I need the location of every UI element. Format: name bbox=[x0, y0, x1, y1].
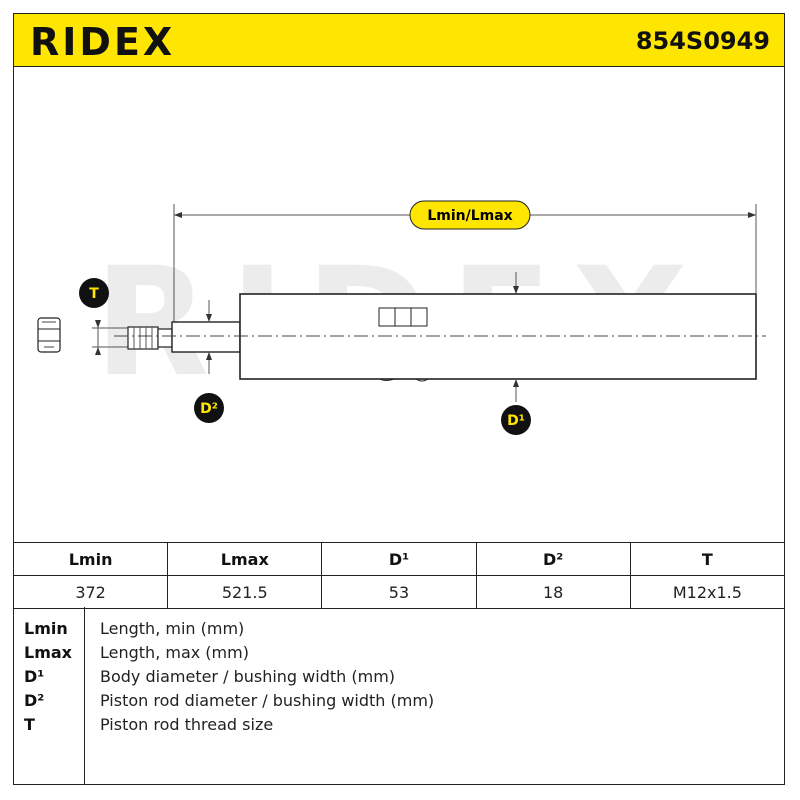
legend-item: D² Piston rod diameter / bushing width (… bbox=[14, 691, 786, 715]
body-diameter-label: D¹ bbox=[507, 413, 525, 429]
nut-icon bbox=[37, 317, 61, 353]
spec-header-d1: D¹ bbox=[321, 542, 477, 576]
rod-diameter-badge bbox=[194, 393, 224, 423]
spec-header-lmin: Lmin bbox=[12, 542, 169, 576]
spec-header-t: T bbox=[629, 542, 786, 576]
spec-value-t: M12x1.5 bbox=[629, 575, 786, 609]
spec-value-d1: 53 bbox=[321, 575, 477, 609]
legend-item: D¹ Body diameter / bushing width (mm) bbox=[14, 667, 786, 691]
spec-header-row: Lmin Lmax D¹ D² T bbox=[12, 542, 786, 576]
legend-item: Lmax Length, max (mm) bbox=[14, 643, 786, 667]
legend-divider bbox=[84, 607, 85, 785]
rod-diameter-label: D² bbox=[200, 401, 218, 417]
piston-rod: D² bbox=[171, 300, 241, 423]
legend-text: Length, max (mm) bbox=[100, 643, 249, 662]
technical-drawing: RIDEX Lmin/Lmax T bbox=[14, 68, 784, 542]
legend-key: T bbox=[24, 715, 35, 734]
spec-header-d2: D² bbox=[475, 542, 631, 576]
spec-header-lmax: Lmax bbox=[167, 542, 323, 576]
spec-table: Lmin Lmax D¹ D² T 372 521.5 53 18 M12x1.… bbox=[12, 542, 786, 609]
length-label: Lmin/Lmax bbox=[427, 208, 512, 224]
spec-value-row: 372 521.5 53 18 M12x1.5 bbox=[12, 575, 786, 609]
legend-key: Lmin bbox=[24, 619, 68, 638]
thread-label-badge bbox=[79, 278, 109, 308]
shock-absorber-drawing: RIDEX Lmin/Lmax T bbox=[37, 200, 766, 435]
part-number: 854S0949 bbox=[635, 27, 770, 55]
shock-body: D¹ bbox=[114, 272, 766, 435]
legend-text: Length, min (mm) bbox=[100, 619, 245, 638]
legend-text: Piston rod diameter / bushing width (mm) bbox=[100, 691, 435, 710]
legend-panel: Lmin Length, min (mm) Lmax Length, max (… bbox=[13, 607, 785, 785]
legend-text: Piston rod thread size bbox=[100, 715, 274, 734]
legend-key: D¹ bbox=[24, 667, 45, 686]
spec-value-d2: 18 bbox=[475, 575, 631, 609]
piston-rod-tip bbox=[127, 326, 173, 350]
body-label-plate bbox=[378, 307, 428, 327]
thread-dimension: T bbox=[79, 278, 134, 355]
legend-key: D² bbox=[24, 691, 45, 710]
legend-item: Lmin Length, min (mm) bbox=[14, 619, 786, 643]
spec-value-lmin: 372 bbox=[12, 575, 169, 609]
body-diameter-badge bbox=[501, 405, 531, 435]
legend-key: Lmax bbox=[24, 643, 72, 662]
header-bar: RIDEX 854S0949 bbox=[13, 13, 785, 67]
legend-text: Body diameter / bushing width (mm) bbox=[100, 667, 396, 686]
length-label-badge bbox=[409, 200, 531, 230]
thread-label: T bbox=[89, 286, 99, 302]
brand-logo: RIDEX bbox=[30, 20, 176, 64]
legend-item: T Piston rod thread size bbox=[14, 715, 786, 739]
spec-value-lmax: 521.5 bbox=[167, 575, 323, 609]
